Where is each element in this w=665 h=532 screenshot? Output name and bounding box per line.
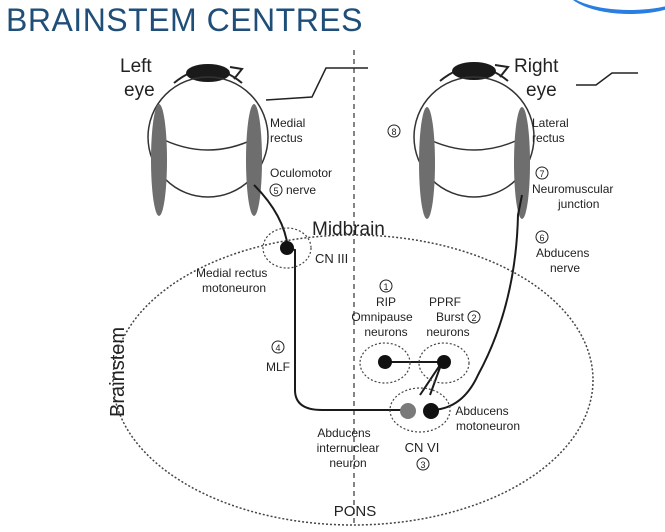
right-medial-muscle (419, 107, 435, 219)
pons-label: PONS (334, 503, 377, 520)
brainstem-outline (112, 234, 594, 526)
internuclear-label-3: neuron (329, 456, 366, 470)
abducens-internuclear-neuron (400, 403, 416, 419)
lateral-rectus-label-2: rectus (532, 131, 565, 145)
left-eye-label-2: eye (124, 80, 155, 101)
mlf-label: MLF (266, 360, 290, 374)
step-4-number: 4 (275, 343, 280, 353)
neuromuscular-label-2: junction (557, 197, 599, 211)
brainstem-diagram: Left eye Right eye Medial rectus Lateral… (90, 45, 650, 532)
left-medial-muscle (246, 104, 262, 216)
mr-motoneuron-label-2: motoneuron (202, 281, 266, 295)
step-2-number: 2 (471, 313, 476, 323)
step-7-number: 7 (539, 169, 544, 179)
left-eye (147, 64, 269, 216)
abducens-motoneuron (423, 403, 439, 419)
abducens-motoneuron-label-2: motoneuron (456, 419, 520, 433)
cn3-label: CN III (315, 251, 348, 266)
oculomotor-label-1: Oculomotor (270, 166, 332, 180)
rip-nucleus-outline (359, 342, 411, 384)
pprf-neuron (437, 355, 451, 369)
abducens-nerve-path (429, 194, 523, 411)
cn3-nucleus-outline (262, 227, 312, 269)
internuclear-label-1: Abducens (317, 426, 370, 440)
step-3-number: 3 (420, 460, 425, 470)
abducens-motoneuron-label-1: Abducens (455, 404, 508, 418)
cn6-nucleus-outline (389, 387, 451, 433)
step-5-number: 5 (273, 186, 278, 196)
pprf-nucleus-outline (418, 342, 470, 384)
right-eye-label-1: Right (514, 56, 559, 77)
slide-title: BRAINSTEM CENTRES (6, 2, 363, 38)
left-eye-label-1: Left (120, 56, 152, 77)
step-3-marker (416, 457, 430, 471)
lateral-rectus-label-1: Lateral (532, 116, 569, 130)
step-7-marker (535, 166, 549, 180)
left-gaze-trace (265, 67, 368, 101)
step-1-marker (379, 279, 393, 293)
medial-rectus-motoneuron (280, 241, 294, 255)
corner-decoration (565, 0, 665, 14)
step-4-marker (271, 340, 285, 354)
cn6-label: CN VI (405, 440, 440, 455)
pprf-label-3: neurons (426, 325, 469, 339)
right-eye-label-2: eye (526, 80, 557, 101)
internuclear-label-2: internuclear (317, 441, 380, 455)
midbrain-label: Midbrain (312, 219, 385, 240)
mlf-pathway (287, 247, 408, 411)
left-lateral-muscle (151, 104, 167, 216)
abducens-nerve-label-2: nerve (550, 261, 580, 275)
right-gaze-trace (576, 72, 638, 86)
pprf-label-1: PPRF (429, 295, 461, 309)
pprf-label-2: Burst (436, 310, 465, 324)
abducens-nerve-label-1: Abducens (536, 246, 589, 260)
neuromuscular-label-1: Neuromuscular (532, 182, 613, 196)
medial-rectus-label-2: rectus (270, 131, 303, 145)
right-eye (413, 62, 535, 219)
pprf-to-cn6 (419, 361, 443, 396)
right-lateral-muscle (514, 107, 530, 219)
mr-motoneuron-label-1: Medial rectus (196, 266, 267, 280)
brainstem-label: Brainstem (107, 327, 129, 417)
rip-label-2: Omnipause (351, 310, 413, 324)
rip-neuron (378, 355, 392, 369)
step-6-number: 6 (539, 233, 544, 243)
step-5-marker (269, 183, 283, 197)
step-1-number: 1 (383, 282, 388, 292)
step-8-marker (387, 124, 401, 138)
step-8-number: 8 (391, 127, 396, 137)
medial-rectus-label-1: Medial (270, 116, 305, 130)
step-2-marker (467, 310, 481, 324)
oculomotor-label-2: nerve (286, 183, 316, 197)
rip-label-3: neurons (364, 325, 407, 339)
step-6-marker (535, 230, 549, 244)
rip-label-1: RIP (376, 295, 396, 309)
